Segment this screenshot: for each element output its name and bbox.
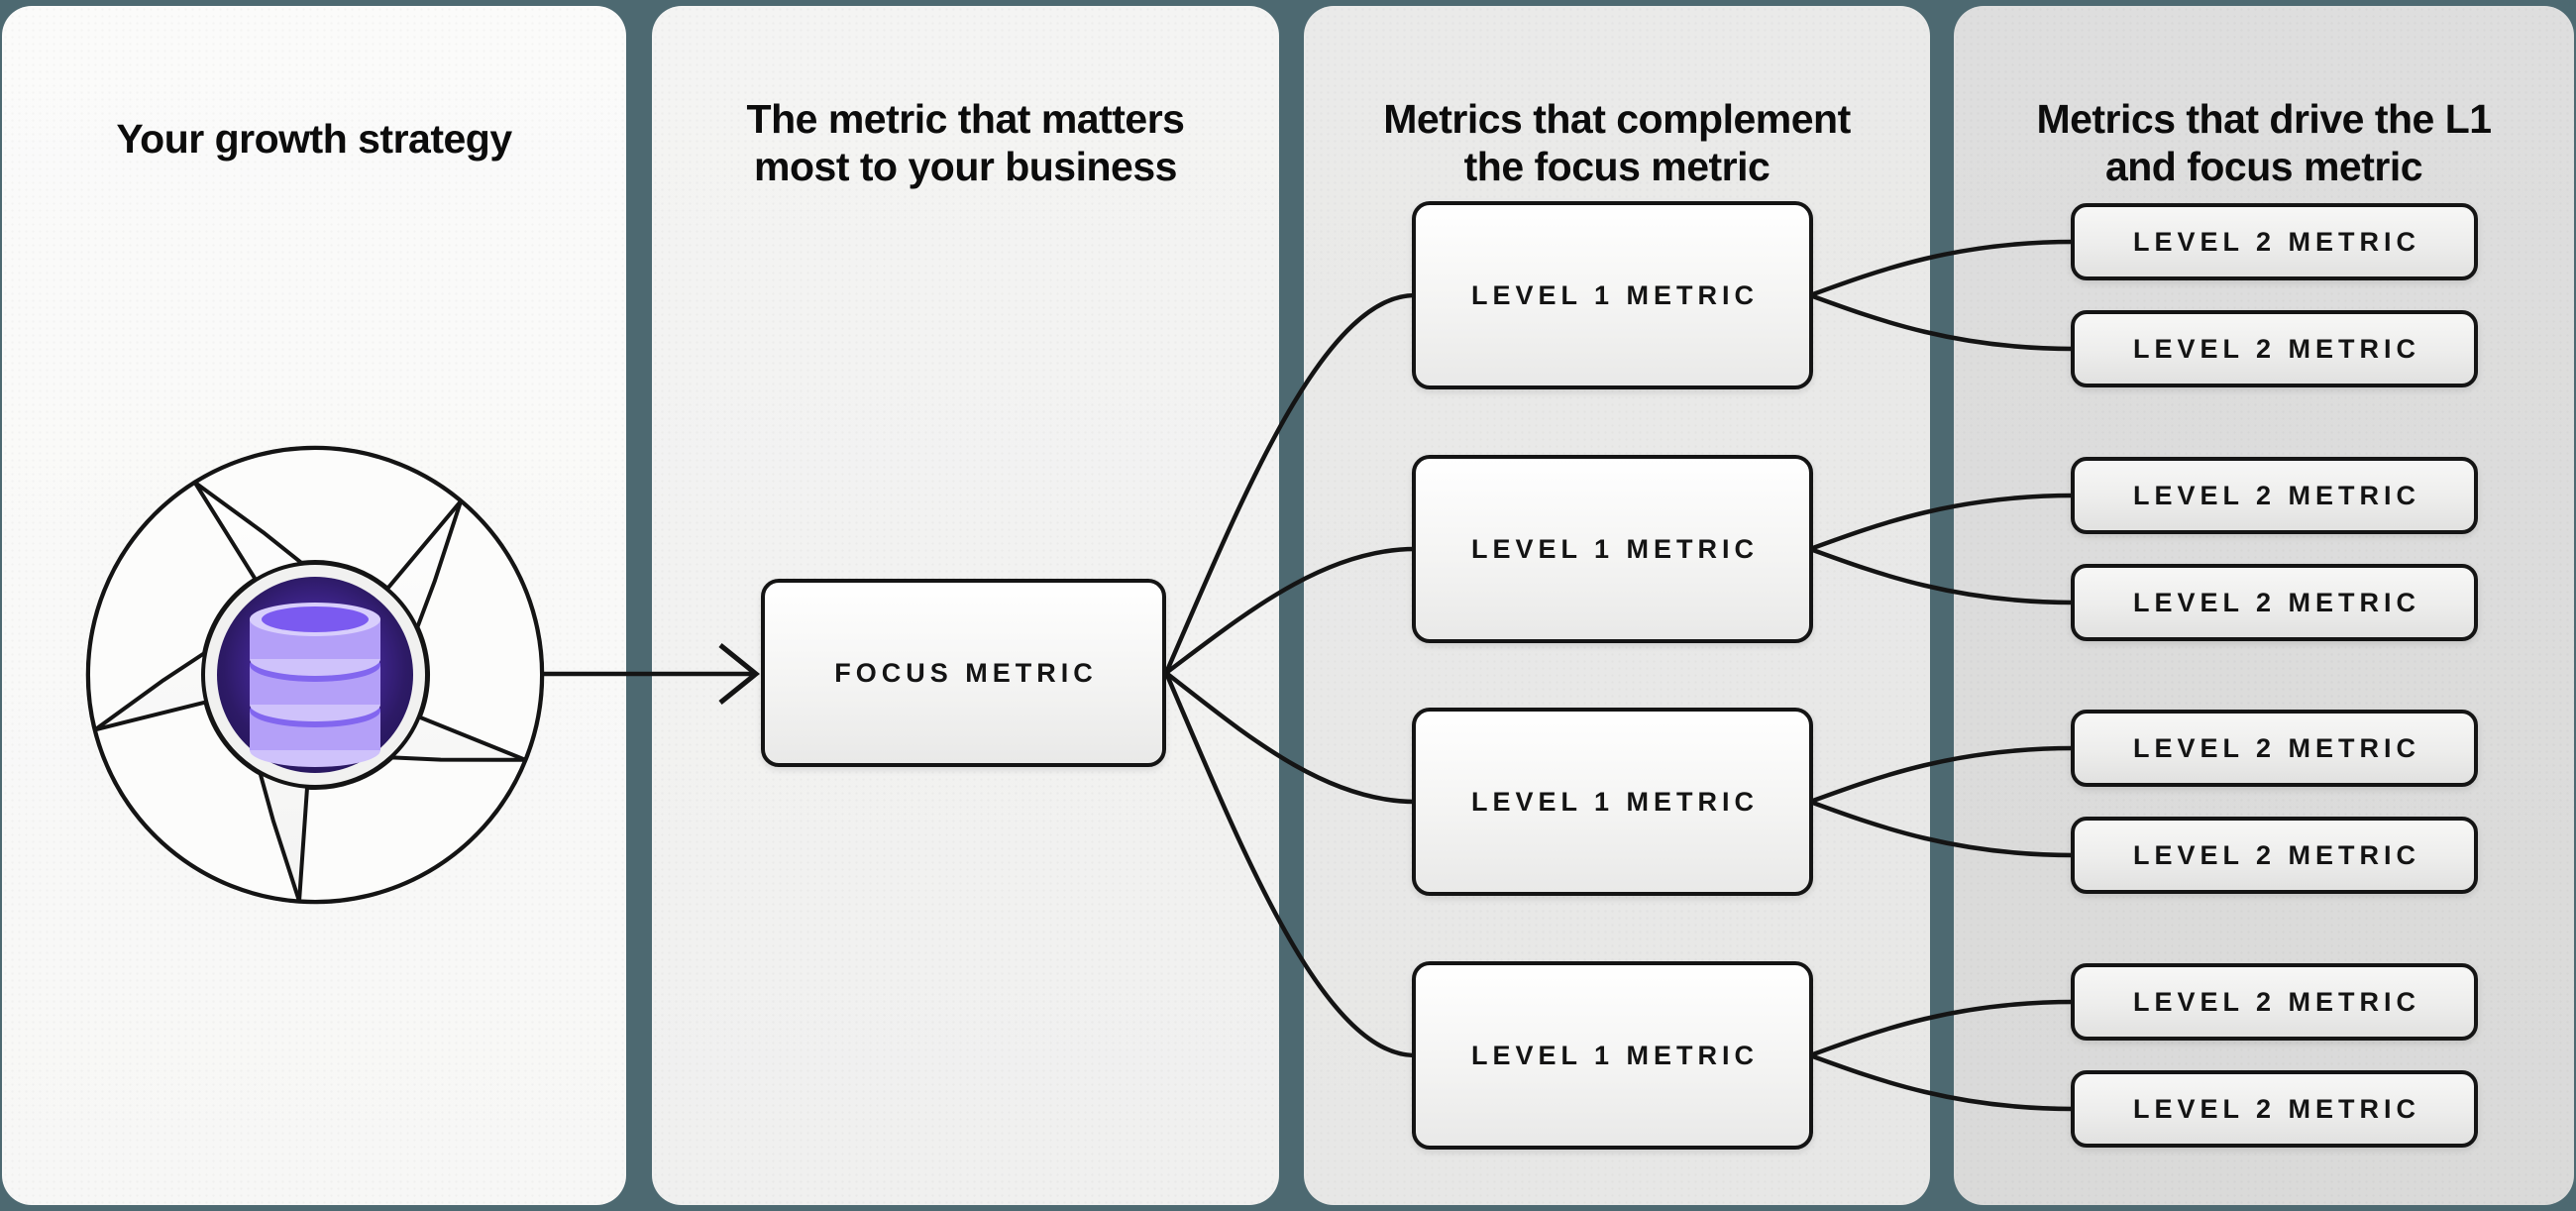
title-line: Metrics that drive the L1	[2036, 96, 2492, 143]
title-line: Metrics that complement	[1383, 96, 1851, 143]
level2-metric-label: LEVEL 2 METRIC	[2133, 986, 2420, 1017]
aperture-wheel-icon	[85, 445, 545, 905]
level2-metric-box: LEVEL 2 METRIC	[2071, 963, 2478, 1041]
database-icon	[250, 603, 380, 767]
level2-metric-label: LEVEL 2 METRIC	[2133, 1093, 2420, 1124]
panel-level2-metrics-title: Metrics that drive the L1 and focus metr…	[1954, 95, 2574, 190]
connectors-level1-to-level2	[1809, 239, 2075, 1112]
level2-metric-box: LEVEL 2 METRIC	[2071, 817, 2478, 894]
focus-metric-label: FOCUS METRIC	[834, 657, 1098, 688]
level2-metric-label: LEVEL 2 METRIC	[2133, 839, 2420, 870]
title-line: most to your business	[754, 144, 1177, 190]
level2-metric-label: LEVEL 2 METRIC	[2133, 333, 2420, 364]
level2-metric-box: LEVEL 2 METRIC	[2071, 710, 2478, 787]
title-line: the focus metric	[1463, 144, 1771, 190]
panel-growth-strategy-title: Your growth strategy	[2, 115, 626, 163]
title-line: The metric that matters	[746, 96, 1185, 143]
arrow-strategy-to-focus	[543, 643, 760, 705]
level1-metric-label: LEVEL 1 METRIC	[1471, 786, 1759, 817]
level2-metric-box: LEVEL 2 METRIC	[2071, 457, 2478, 534]
level2-metric-box: LEVEL 2 METRIC	[2071, 564, 2478, 641]
level1-metric-box: LEVEL 1 METRIC	[1412, 201, 1813, 389]
level1-metric-label: LEVEL 1 METRIC	[1471, 533, 1759, 564]
level2-metric-label: LEVEL 2 METRIC	[2133, 732, 2420, 763]
level2-metric-label: LEVEL 2 METRIC	[2133, 587, 2420, 617]
level1-metric-label: LEVEL 1 METRIC	[1471, 279, 1759, 310]
connectors-focus-to-level1	[1163, 292, 1416, 1058]
panel-level1-metrics-title: Metrics that complement the focus metric	[1304, 95, 1930, 190]
level1-metric-label: LEVEL 1 METRIC	[1471, 1040, 1759, 1070]
level2-metric-box: LEVEL 2 METRIC	[2071, 310, 2478, 387]
level2-metric-label: LEVEL 2 METRIC	[2133, 480, 2420, 510]
title-line: and focus metric	[2104, 144, 2423, 190]
level1-metric-box: LEVEL 1 METRIC	[1412, 455, 1813, 643]
level1-metric-box: LEVEL 1 METRIC	[1412, 708, 1813, 896]
title-line: Your growth strategy	[116, 116, 512, 163]
panel-focus-metric-title: The metric that matters most to your bus…	[652, 95, 1279, 190]
level2-metric-box: LEVEL 2 METRIC	[2071, 1070, 2478, 1148]
level2-metric-box: LEVEL 2 METRIC	[2071, 203, 2478, 280]
level1-metric-box: LEVEL 1 METRIC	[1412, 961, 1813, 1150]
level2-metric-label: LEVEL 2 METRIC	[2133, 226, 2420, 257]
focus-metric-box: FOCUS METRIC	[761, 579, 1166, 767]
